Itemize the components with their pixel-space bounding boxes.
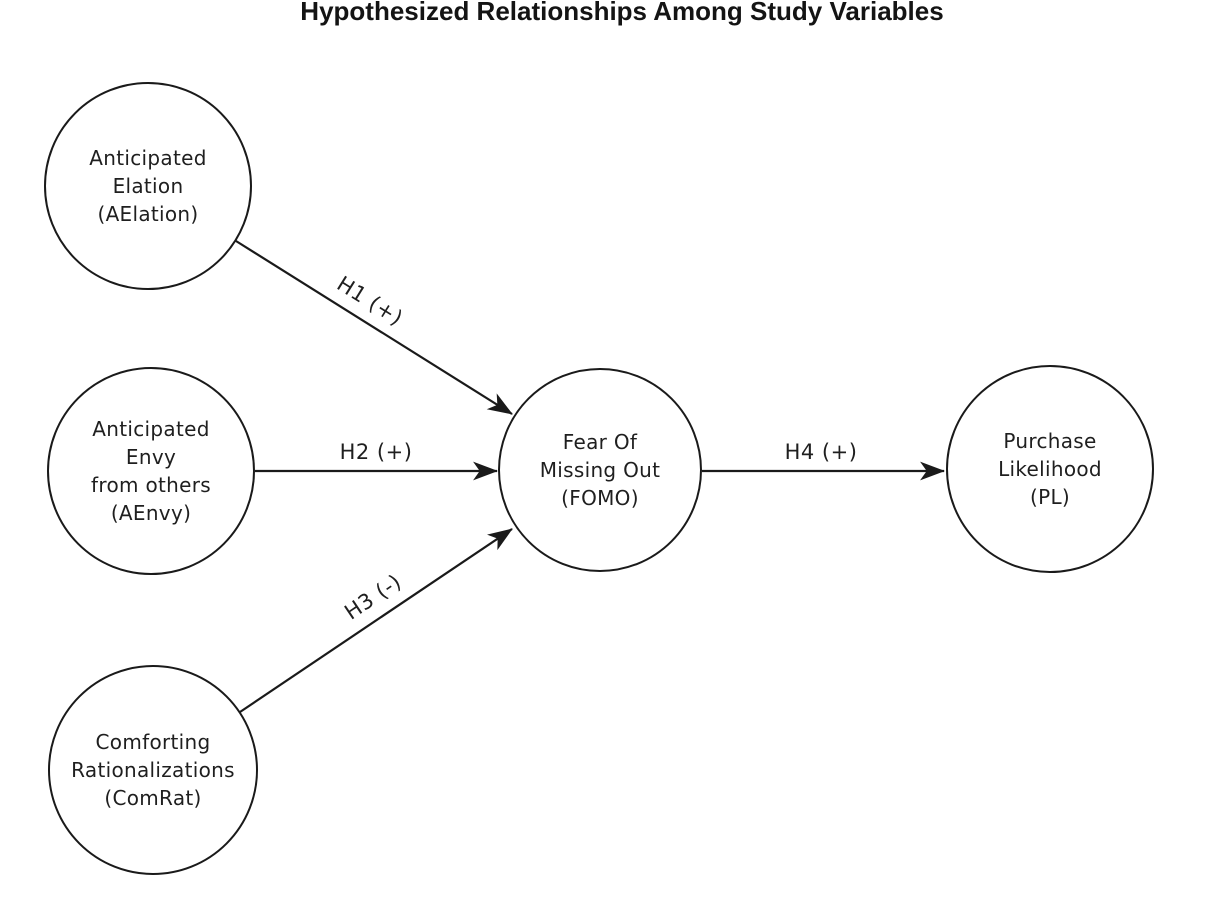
node-comforting-rationalizations: Comforting Rationalizations (ComRat) <box>48 665 258 875</box>
edge-h1-arrow <box>235 240 513 415</box>
node-comforting-rationalizations-label: Comforting Rationalizations (ComRat) <box>71 730 235 810</box>
node-fear-of-missing-out: Fear Of Missing Out (FOMO) <box>498 368 702 572</box>
node-anticipated-envy: Anticipated Envy from others (AEnvy) <box>47 367 255 575</box>
edge-label-h4: H4 (+) <box>784 440 858 464</box>
edge-h3-arrow <box>239 528 513 713</box>
node-purchase-likelihood: Purchase Likelihood (PL) <box>946 365 1154 573</box>
node-anticipated-elation: Anticipated Elation (AElation) <box>44 82 252 290</box>
diagram-title: Hypothesized Relationships Among Study V… <box>300 0 944 26</box>
edge-label-h2: H2 (+) <box>339 440 413 464</box>
node-fear-of-missing-out-label: Fear Of Missing Out (FOMO) <box>539 430 661 510</box>
node-anticipated-elation-label: Anticipated Elation (AElation) <box>89 146 207 226</box>
node-anticipated-envy-label: Anticipated Envy from others (AEnvy) <box>91 417 211 525</box>
node-purchase-likelihood-label: Purchase Likelihood (PL) <box>998 429 1102 509</box>
